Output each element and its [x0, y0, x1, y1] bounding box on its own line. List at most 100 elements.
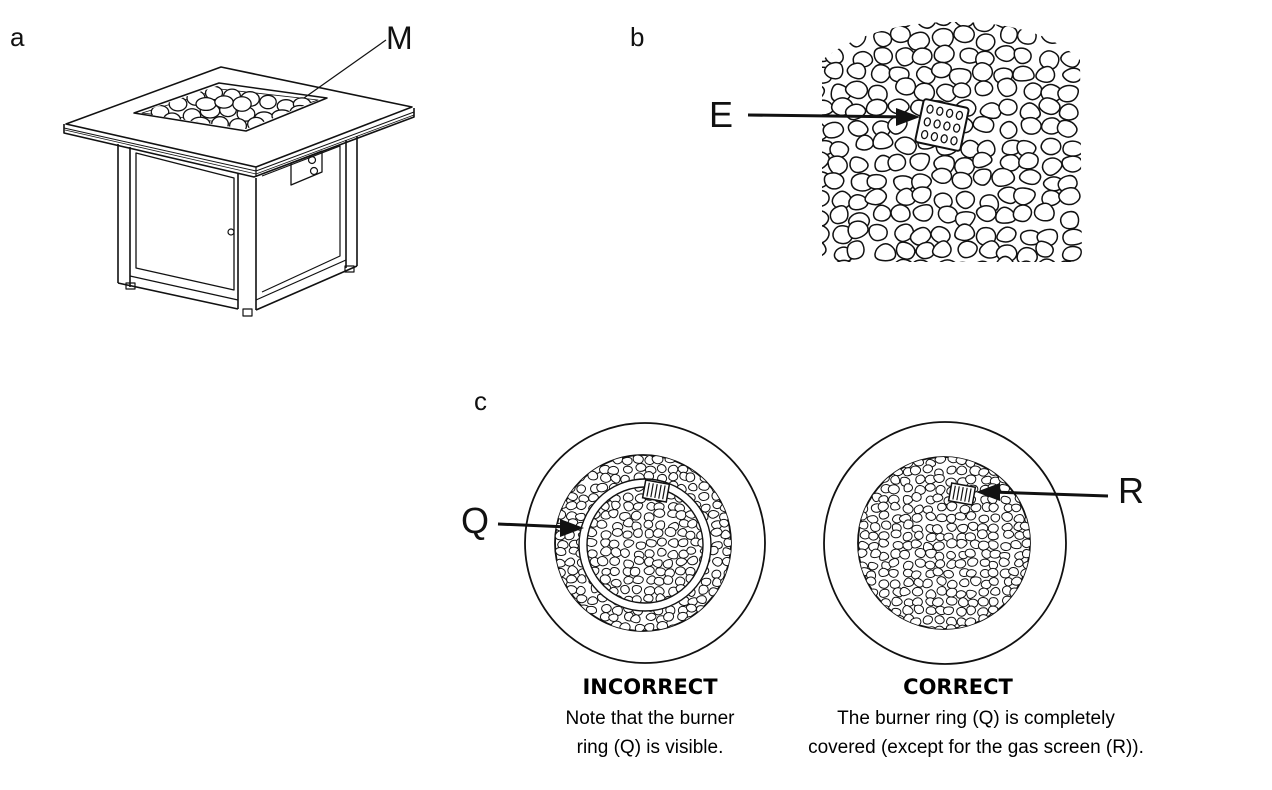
fire-glass-stone — [887, 153, 907, 172]
fire-glass-stone — [935, 83, 958, 103]
gas-screen-closeup — [914, 98, 970, 152]
fire-glass-stone — [1001, 511, 1013, 522]
fire-glass-stone — [977, 540, 990, 551]
fire-glass-stone — [723, 538, 731, 548]
fire-glass-stone — [879, 551, 890, 561]
fire-glass-stone — [634, 623, 646, 631]
fire-glass-stone — [910, 539, 922, 549]
fire-glass-stone — [859, 530, 870, 540]
fire-glass-stone — [987, 605, 999, 615]
fire-glass-stone — [700, 503, 711, 513]
fire-glass-stone — [894, 136, 918, 156]
fire-glass-stone — [686, 555, 699, 566]
fire-glass-stone — [987, 567, 999, 578]
fire-glass-stone — [899, 586, 911, 597]
fire-glass-stone — [974, 80, 994, 97]
fire-glass-stone — [656, 537, 667, 547]
fire-glass-stone — [687, 519, 698, 529]
fire-glass-stone — [1021, 538, 1030, 549]
fire-glass-stone — [643, 586, 656, 596]
fire-glass-stone — [664, 526, 677, 537]
fire-glass-stone — [1018, 168, 1042, 186]
fire-glass-stone — [899, 549, 911, 560]
fire-glass-stone — [971, 260, 992, 262]
fire-glass-stone — [881, 520, 892, 530]
fire-glass-stone — [829, 141, 850, 159]
fire-glass-stone — [988, 502, 999, 513]
fire-glass-stone — [878, 579, 890, 589]
gas-screen-hole — [926, 104, 934, 114]
fire-glass-stone — [934, 457, 947, 464]
fire-glass-stone — [946, 538, 958, 549]
fire-glass-stone — [911, 186, 932, 204]
fire-glass-stone — [868, 531, 879, 541]
fire-glass-stone — [822, 120, 829, 142]
fire-glass-stone — [874, 243, 897, 262]
fire-glass-stone — [909, 226, 932, 246]
fire-glass-stone — [913, 577, 924, 588]
fire-glass-stone — [1062, 67, 1082, 83]
fire-glass-stone — [959, 504, 971, 515]
fire-glass-stone — [956, 538, 968, 549]
incorrect-caption-line-2: ring (Q) is visible. — [576, 737, 724, 758]
fire-glass-stone — [965, 511, 977, 521]
incorrect-caption-line-1: Note that the burner — [565, 708, 735, 729]
fire-glass-stone — [619, 548, 630, 558]
fire-glass-stone — [1037, 22, 1059, 25]
fire-glass-stone — [1033, 202, 1055, 222]
fire-glass-stone — [667, 538, 679, 548]
fire-glass-stone — [972, 151, 993, 169]
fire-glass-stone — [822, 224, 830, 245]
fire-glass-stone — [932, 493, 944, 503]
fire-glass-stone — [644, 622, 655, 631]
fire-glass-stone — [608, 613, 619, 622]
fire-glass-stone — [895, 77, 917, 96]
fire-glass-stone — [996, 77, 1018, 98]
fire-glass-stone — [946, 465, 957, 475]
fire-glass-stone — [866, 515, 879, 524]
fire-glass-stone — [972, 115, 995, 134]
fire-glass-stone — [710, 527, 723, 537]
fire-glass-stone — [998, 98, 1018, 116]
fire-glass-stone — [913, 82, 936, 102]
fire-glass-stone — [698, 584, 709, 595]
fire-glass-stone — [946, 550, 957, 560]
fire-glass-stone — [1014, 558, 1024, 568]
fire-glass-stone — [822, 238, 827, 258]
fire-glass-stone — [970, 576, 982, 587]
fire-glass-stone — [878, 538, 890, 548]
fire-glass-stone — [1003, 577, 1014, 587]
fire-glass-stone — [865, 98, 888, 117]
fire-glass-stone — [667, 549, 679, 560]
fire-glass-stone — [656, 463, 667, 474]
fire-glass-stone — [655, 520, 666, 530]
fire-glass-stone — [600, 546, 612, 557]
fire-glass-stone — [844, 80, 869, 100]
fire-glass-stone — [677, 611, 688, 622]
callout-r: R — [1118, 470, 1144, 511]
fire-glass-stone — [912, 204, 934, 222]
fire-glass-stone — [832, 259, 854, 262]
gas-screen-hole — [940, 134, 948, 144]
fire-glass-stone — [936, 586, 947, 596]
callout-e-arrow — [747, 108, 920, 126]
fire-glass-stone — [633, 555, 645, 565]
fire-glass-stone — [1000, 495, 1011, 505]
fire-glass-stone — [707, 509, 720, 519]
fire-glass-stone — [967, 598, 979, 608]
fire-glass-stone — [822, 32, 832, 49]
fire-glass-stone — [566, 492, 578, 502]
fire-glass-stone — [629, 566, 641, 577]
fire-glass-stone — [609, 566, 620, 577]
fire-glass-stone — [1013, 187, 1036, 206]
fire-glass-stone — [644, 528, 654, 539]
fire-glass-stone — [1001, 522, 1013, 532]
fire-glass-stone — [824, 46, 844, 65]
fire-glass-stone — [555, 625, 556, 631]
cabinet-door — [135, 152, 235, 291]
fire-glass-stone — [1033, 626, 1043, 635]
gas-screen-hole — [933, 119, 941, 129]
fire-glass-stone — [635, 462, 647, 472]
fire-glass-stone — [946, 522, 957, 532]
fire-glass-stone — [996, 226, 1017, 243]
